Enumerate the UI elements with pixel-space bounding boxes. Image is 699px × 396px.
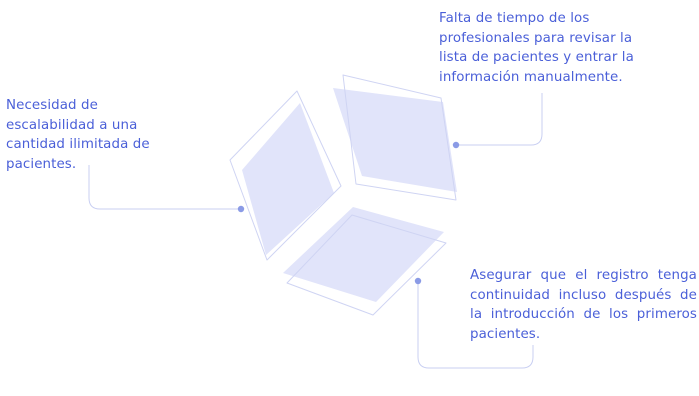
cube-face-bottom-outline (286, 214, 447, 316)
cube-face-bottom-fill (283, 207, 444, 302)
connector-left (88, 165, 241, 210)
connector-dot-left (237, 205, 245, 213)
callout-bottom-right-text: Asegurar que el registro tenga continuid… (470, 268, 697, 342)
connector-top-right (456, 93, 543, 146)
cube-face-left-outline (229, 90, 342, 261)
connector-dot-bottom-right (414, 277, 422, 285)
cube-face-left-fill (242, 103, 334, 255)
cube-face-top-right-outline (342, 74, 457, 201)
connector-dot-top-right (452, 141, 460, 149)
callout-top-right-text: Falta de tiempo de los profesionales par… (439, 11, 634, 85)
cube-face-top-right-fill (333, 88, 457, 192)
callout-left-text: Necesidad de escalabilidad a una cantida… (6, 98, 150, 172)
connector-bottom-right (417, 281, 534, 369)
